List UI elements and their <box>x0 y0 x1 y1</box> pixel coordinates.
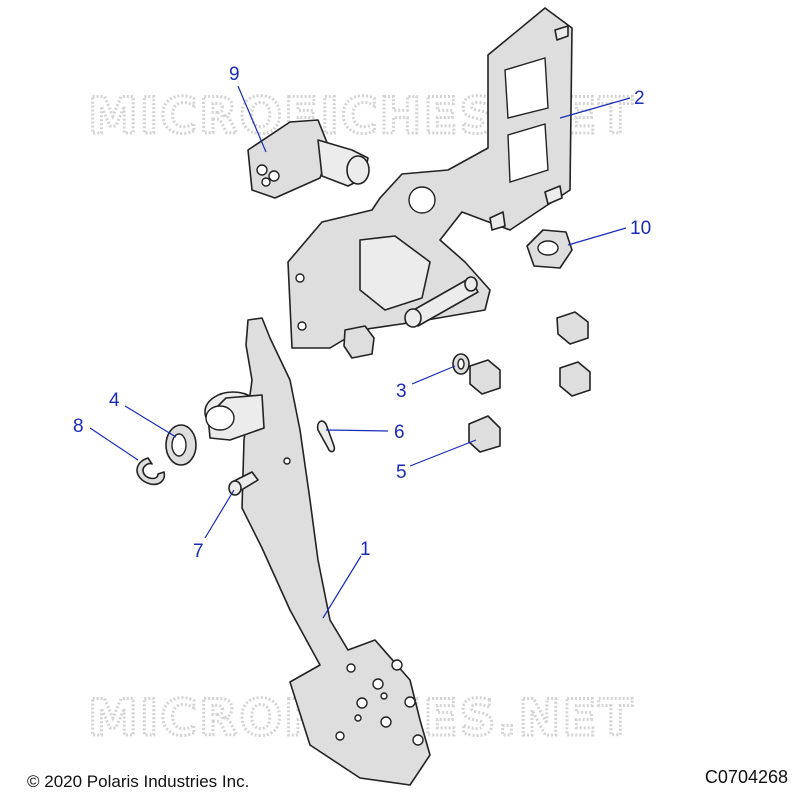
mounting-bracket <box>287 7 573 349</box>
callout-4: 4 <box>109 390 120 411</box>
brake-switch <box>247 119 370 199</box>
callout-8: 8 <box>73 416 84 437</box>
callout-9: 9 <box>229 64 240 85</box>
callout-3: 3 <box>396 381 407 402</box>
callout-labels: 1 2 3 4 5 6 7 8 9 10 <box>73 64 651 562</box>
callout-2: 2 <box>634 88 645 109</box>
brake-pedal <box>204 317 431 786</box>
washer <box>452 353 470 375</box>
bushing <box>165 424 197 466</box>
callout-10: 10 <box>630 218 651 239</box>
figure-code: C0704268 <box>704 767 788 787</box>
callout-6: 6 <box>394 422 405 443</box>
callout-1: 1 <box>360 539 371 560</box>
cotter-pin <box>316 420 336 453</box>
callout-7: 7 <box>193 541 204 562</box>
callout-5: 5 <box>396 462 407 483</box>
e-clip <box>136 457 166 486</box>
clevis-pin <box>228 471 259 496</box>
hex-nut <box>526 229 573 269</box>
leader-lines <box>89 85 631 619</box>
flange-nuts <box>343 311 591 453</box>
copyright-text: © 2020 Polaris Industries Inc. <box>27 772 250 791</box>
